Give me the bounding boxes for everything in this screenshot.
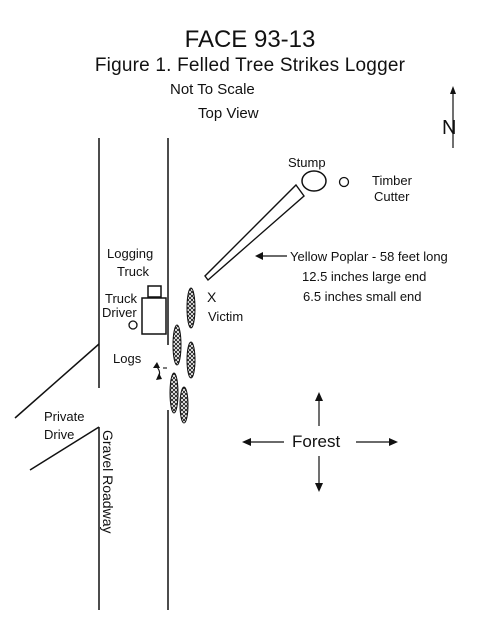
tree-pointer-arrow-icon [255, 252, 287, 260]
timber-cutter-marker [338, 176, 350, 188]
stump-marker [301, 170, 327, 192]
logging-truck [141, 285, 167, 335]
victim-mark: X [207, 289, 217, 305]
tree-description-line3: 6.5 inches small end [303, 289, 422, 304]
tree-description-line1: Yellow Poplar - 58 feet long [290, 249, 448, 264]
timber-cutter-label-line2: Cutter [374, 189, 410, 204]
felled-tree [204, 183, 305, 282]
tree-description-line2: 12.5 inches large end [302, 269, 427, 284]
report-id: FACE 93-13 [184, 26, 316, 53]
scale-note: Not To Scale [170, 81, 255, 98]
stump-label: Stump [288, 155, 326, 170]
forest-arrows-icon [242, 392, 398, 492]
view-note: Top View [198, 105, 259, 122]
gravel-roadway-label: Gravel Roadway [100, 430, 116, 534]
truck-driver-label-line2: Driver [102, 305, 137, 320]
truck-driver-marker [128, 320, 138, 330]
timber-cutter-label-line1: Timber [372, 173, 412, 188]
figure-title: Figure 1. Felled Tree Strikes Logger [94, 55, 406, 76]
logging-truck-label-line2: Truck [117, 264, 150, 279]
logs-pointer-arrow-icon [153, 362, 167, 380]
forest-label: Forest [292, 432, 341, 451]
north-label: N [442, 117, 457, 139]
logging-truck-label-line1: Logging [107, 246, 154, 261]
victim-label: Victim [208, 309, 244, 324]
gravel-roadway [98, 138, 169, 610]
logs [169, 287, 196, 424]
truck-driver-label-line1: Truck [105, 291, 138, 306]
north-arrow-icon [450, 86, 456, 148]
private-drive-label-line1: Private [44, 409, 85, 424]
private-drive [14, 343, 100, 471]
logs-label: Logs [113, 351, 142, 366]
private-drive-label-line2: Drive [44, 427, 75, 442]
